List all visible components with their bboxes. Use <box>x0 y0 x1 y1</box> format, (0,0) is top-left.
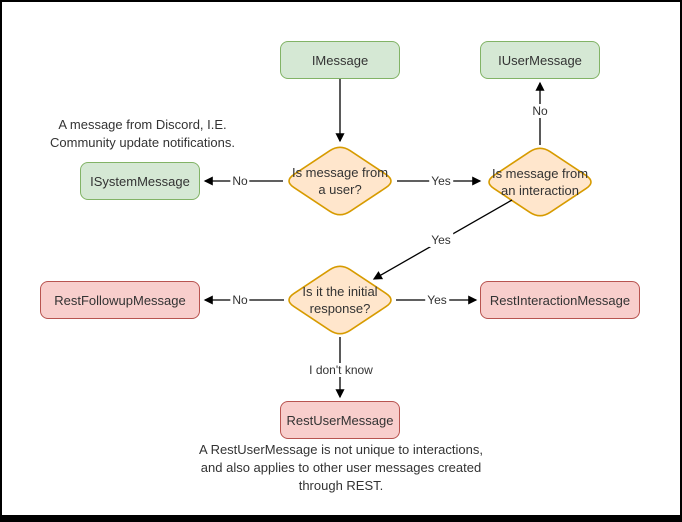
edge-label-interaction-yes: Yes <box>429 233 453 247</box>
decision-shape-is-initial <box>288 265 392 335</box>
system-message-note: A message from Discord, I.E. Community u… <box>40 116 245 152</box>
restuser-note-line2: and also applies to other user messages … <box>200 460 482 475</box>
restuser-message-note: A RestUserMessage is not unique to inter… <box>185 441 497 495</box>
edge-label-initial-yes: Yes <box>425 293 449 307</box>
node-imessage: IMessage <box>280 41 400 79</box>
restuser-note-line1: A RestUserMessage is not unique to inter… <box>199 442 483 457</box>
node-restinteractionmessage: RestInteractionMessage <box>480 281 640 319</box>
edge-label-interaction-no: No <box>530 104 550 118</box>
edge-label-initial-no: No <box>230 293 250 307</box>
node-restusermessage: RestUserMessage <box>280 401 400 439</box>
system-message-note-line2: Community update notifications. <box>50 135 235 150</box>
node-iusermessage: IUserMessage <box>480 41 600 79</box>
decision-shape-is-user <box>288 146 392 216</box>
restuser-note-line3: through REST. <box>298 478 384 493</box>
edge-label-user-no: No <box>230 174 250 188</box>
decision-is-message-from-user: Is message from a user? <box>291 165 389 197</box>
edge-label-user-yes: Yes <box>429 174 453 188</box>
node-isystemmessage: ISystemMessage <box>80 162 200 200</box>
edge-label-initial-dont-know: I don't know <box>307 363 375 377</box>
decision-is-initial-response: Is it the initial response? <box>302 284 378 316</box>
decision-is-message-from-interaction: Is message from an interaction <box>491 166 589 198</box>
node-restfollowupmessage: RestFollowupMessage <box>40 281 200 319</box>
system-message-note-line1: A message from Discord, I.E. <box>58 117 227 132</box>
decision-shape-is-interaction <box>488 147 592 217</box>
